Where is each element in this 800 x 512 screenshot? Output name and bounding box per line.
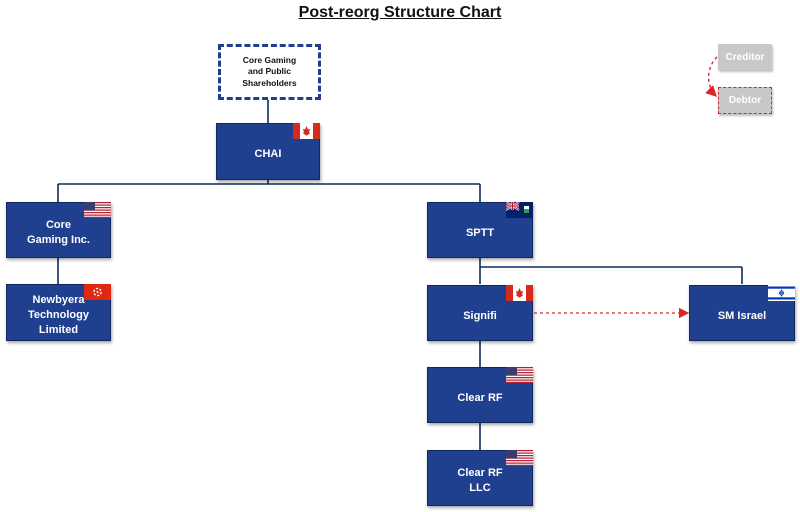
chart-title: Post-reorg Structure Chart <box>298 4 502 21</box>
entity-newbyera: Newbyera Technology Limited <box>6 284 111 341</box>
entity-clear-rf-label: Clear RF <box>457 391 503 404</box>
canada-flag-icon <box>506 285 533 301</box>
usa-flag-icon <box>506 367 533 383</box>
entity-sm-israel-label: SM Israel <box>717 309 767 322</box>
legend-creditor: Creditor <box>718 44 772 70</box>
usa-flag-icon <box>84 202 111 218</box>
entity-signifi-label: Signifi <box>463 309 497 322</box>
entity-clear-rf-llc-label: Clear RF LLC <box>457 467 503 494</box>
entity-sm-israel: SM Israel <box>689 285 795 341</box>
entity-sptt: SPTT <box>427 202 533 258</box>
public-shareholders-box: Core Gaming and Public Shareholders <box>218 44 321 100</box>
entity-sptt-label: SPTT <box>465 226 495 239</box>
cayman-islands-flag-icon <box>506 202 533 218</box>
usa-flag-icon <box>506 450 533 466</box>
legend-curved-arrow <box>705 56 718 97</box>
entity-signifi: Signifi <box>427 285 533 341</box>
canada-flag-icon <box>293 123 320 139</box>
entity-chai: CHAI <box>216 123 320 180</box>
entity-chai-label: CHAI <box>254 148 282 161</box>
legend-debtor: Debtor <box>718 87 772 114</box>
entity-core-gaming-label: Core Gaming Inc. <box>27 219 90 246</box>
entity-core-gaming: Core Gaming Inc. <box>6 202 111 258</box>
entity-clear-rf-llc: Clear RF LLC <box>427 450 533 506</box>
entity-clear-rf: Clear RF <box>427 367 533 423</box>
hong-kong-flag-icon <box>84 284 111 300</box>
entity-newbyera-label: Newbyera Technology Limited <box>28 294 89 336</box>
israel-flag-icon <box>768 285 795 301</box>
